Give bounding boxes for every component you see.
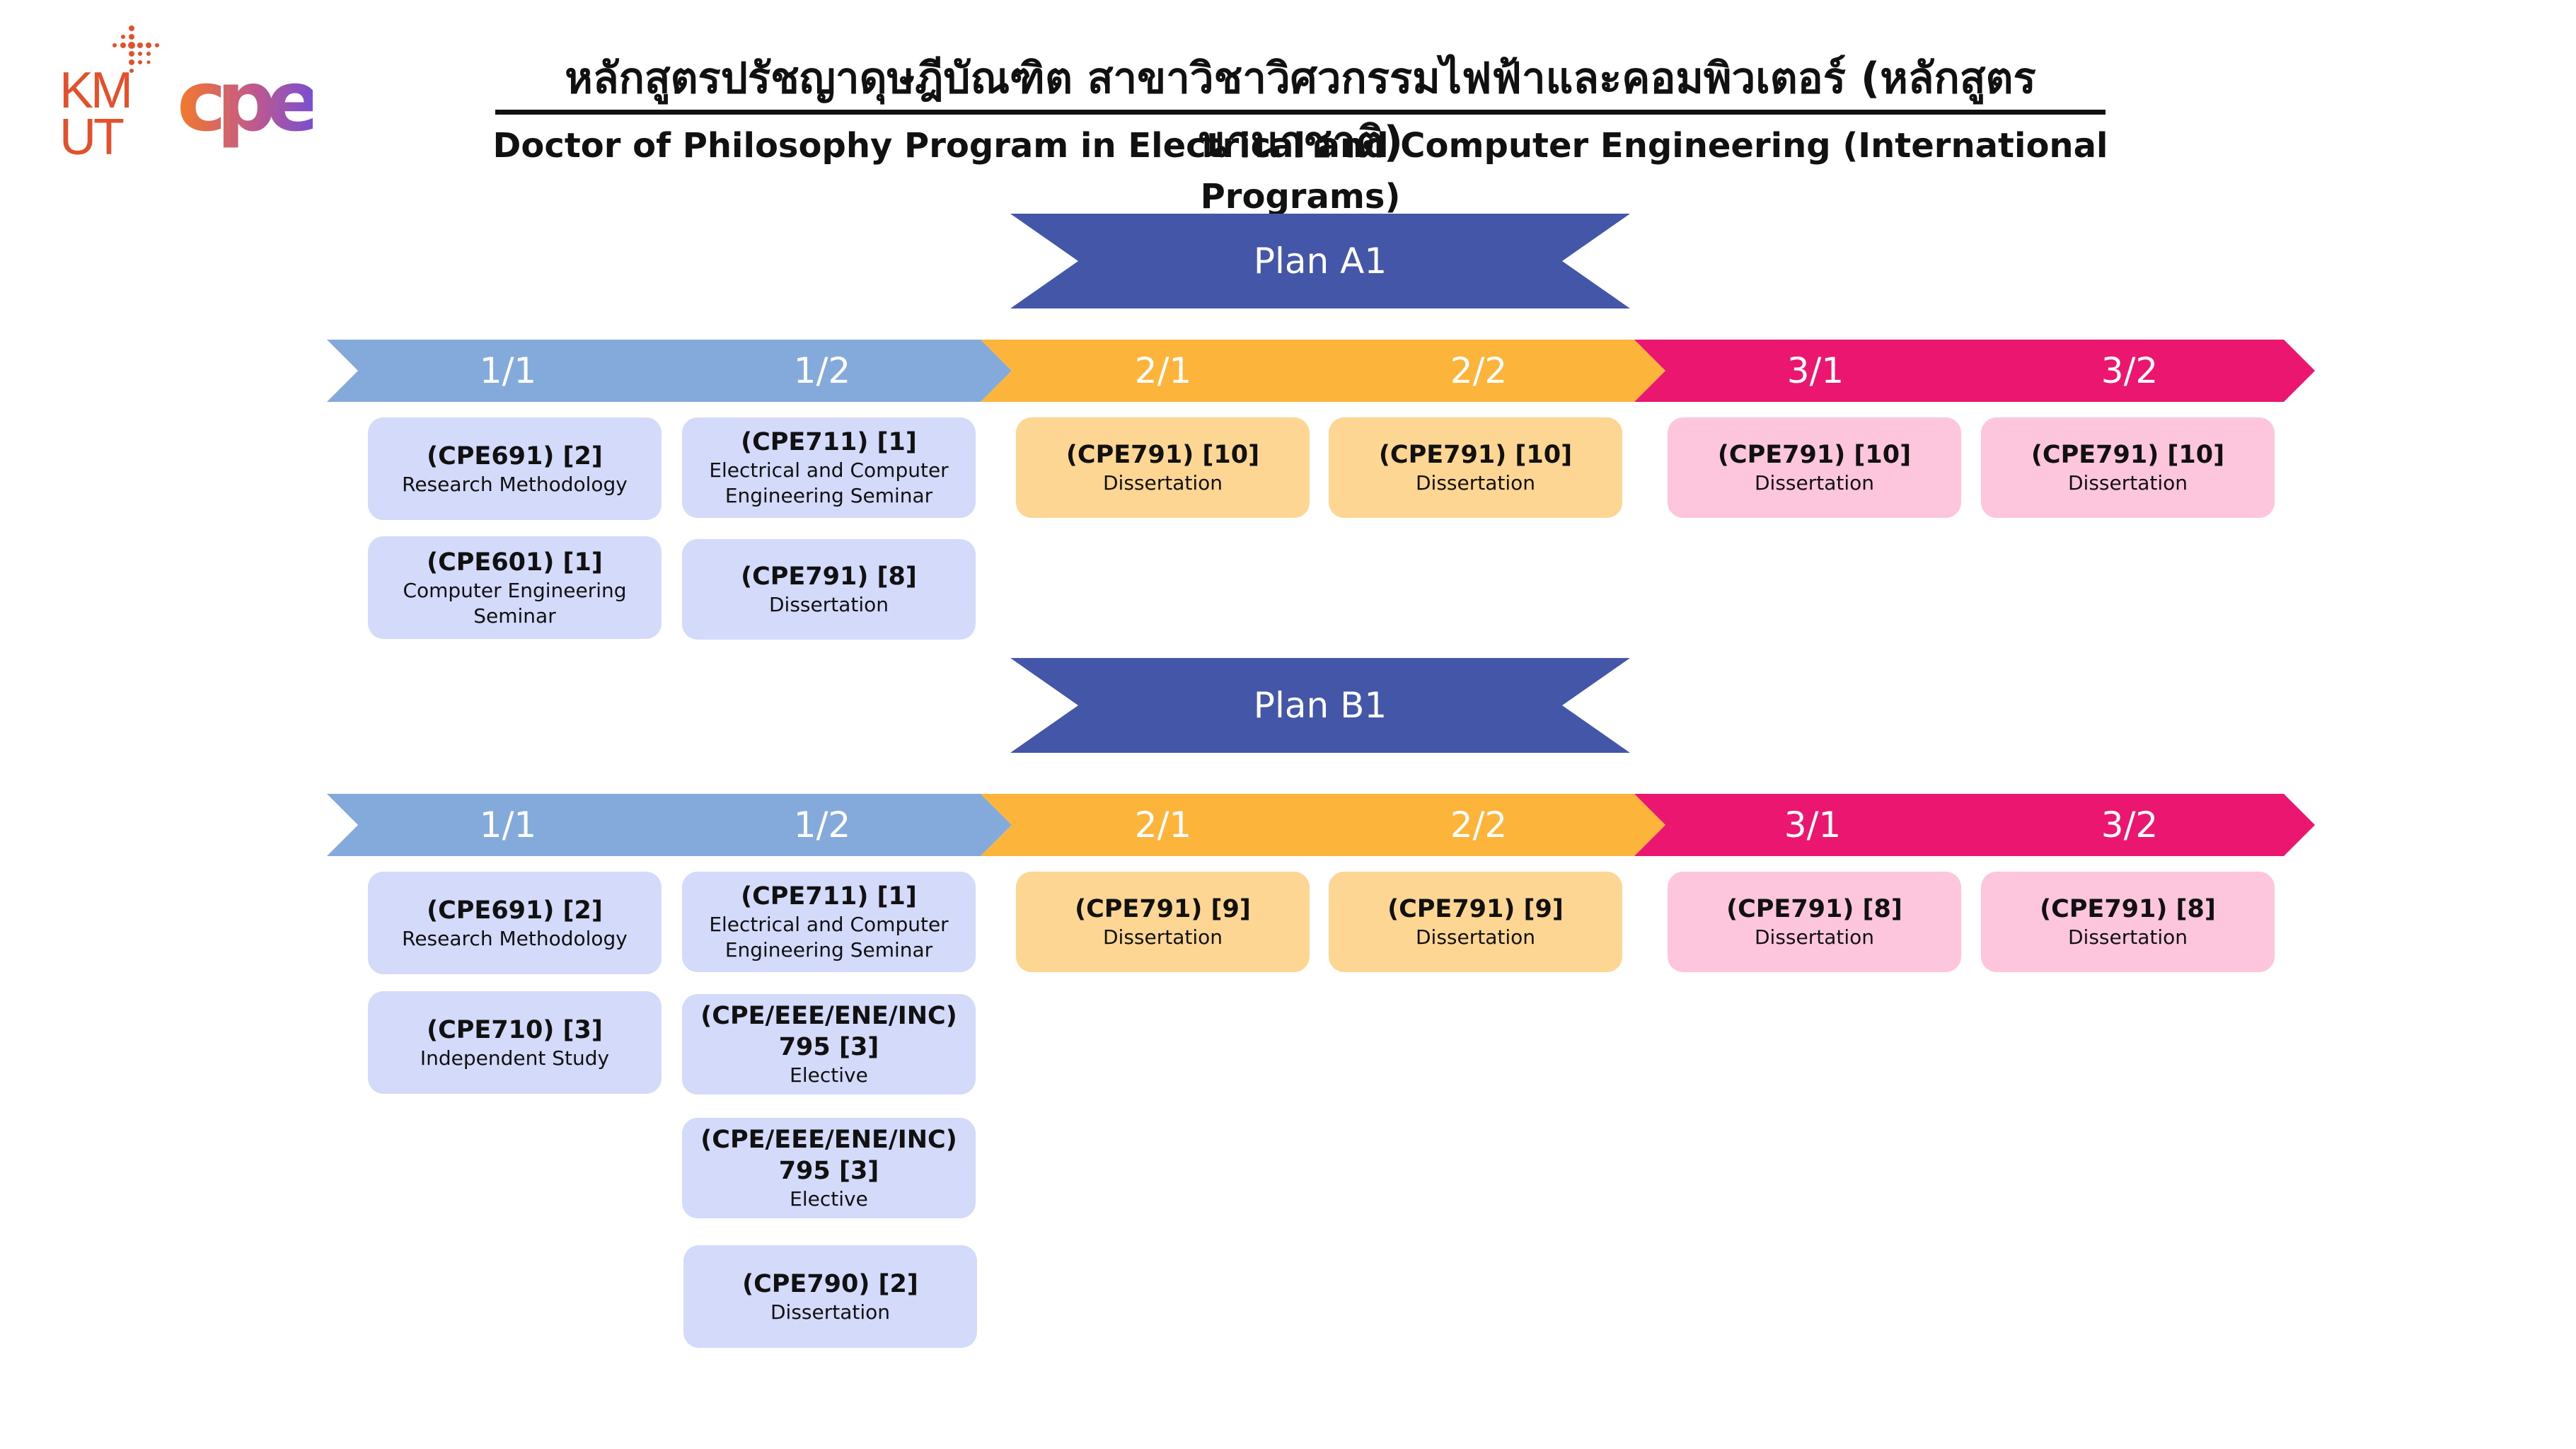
banner-ribbon-shape (1010, 658, 1630, 753)
semester-1-2: 1/2 (793, 350, 851, 391)
course-name: Dissertation (1102, 471, 1223, 495)
year3-arrow (1634, 794, 2315, 856)
plan-label: Plan A1 (1253, 241, 1387, 282)
course-name: Dissertation (1754, 925, 1875, 949)
course-code: (CPE711) [1] (741, 428, 917, 456)
course-box: (CPE791) [10] Dissertation (1668, 417, 1961, 518)
semester-1-1: 1/1 (479, 350, 537, 391)
course-box: (CPE791) [10] Dissertation (1981, 417, 2275, 518)
course-box: (CPE/EEE/ENE/INC) 795 [3] Elective (682, 994, 976, 1095)
title-thai: หลักสูตรปรัชญาดุษฎีบัณฑิต สาขาวิชาวิศวกร… (565, 54, 2036, 167)
course-code: (CPE691) [2] (427, 896, 603, 925)
year1-arrow (327, 794, 1012, 856)
course-code: (CPE791) [10] (1717, 441, 1912, 469)
semester-2-1: 2/1 (1134, 804, 1192, 845)
course-name: Elective (790, 1187, 868, 1211)
plan-label: Plan B1 (1253, 685, 1387, 726)
course-code: (CPE791) [8] (741, 562, 917, 591)
course-box: (CPE791) [9] Dissertation (1329, 872, 1622, 972)
timeline-arrows (327, 794, 2315, 856)
course-name: Research Methodology (402, 926, 628, 950)
course-box: (CPE691) [2] Research Methodology (368, 872, 662, 974)
semester-3-2: 3/2 (2101, 350, 2159, 391)
kmutt-logo-line2: UT (59, 109, 125, 166)
cpe-logo-text: cpe (177, 52, 323, 150)
course-name: Dissertation (768, 593, 889, 616)
course-code: (CPE710) [3] (427, 1015, 603, 1044)
course-name: Elective (790, 1063, 868, 1087)
year3-arrow (1634, 340, 2315, 402)
semester-3-2: 3/2 (2101, 804, 2159, 845)
semester-2-2: 2/2 (1450, 804, 1508, 845)
kmutt-dots-icon (112, 25, 159, 73)
banner-ribbon-shape (1010, 214, 1630, 308)
course-box: (CPE791) [10] Dissertation (1329, 417, 1622, 518)
course-box: (CPE711) [1] Electrical and Computer Eng… (682, 872, 976, 972)
course-code: (CPE/EEE/ENE/INC) 795 [3] (700, 1002, 957, 1061)
semester-1-1: 1/1 (479, 804, 537, 845)
course-box: (CPE791) [8] Dissertation (1668, 872, 1961, 972)
course-name: Dissertation (770, 1300, 891, 1324)
kmutt-logo: KM UT (57, 21, 177, 163)
timeline-arrows (327, 340, 2315, 402)
course-name: Research Methodology (402, 472, 628, 496)
course-box: (CPE791) [8] Dissertation (1981, 872, 2275, 972)
course-code: (CPE691) [2] (427, 441, 603, 471)
course-box: (CPE791) [10] Dissertation (1016, 417, 1310, 518)
course-code: (CPE791) [8] (2040, 895, 2216, 923)
course-code: (CPE790) [2] (742, 1269, 918, 1298)
course-name: Dissertation (2067, 471, 2188, 495)
course-name: Computer Engineering Seminar (403, 578, 627, 628)
semester-2-2: 2/2 (1450, 350, 1508, 391)
course-name: Dissertation (1102, 925, 1223, 949)
course-box: (CPE691) [2] Research Methodology (368, 417, 662, 520)
title-english: Doctor of Philosophy Program in Electric… (492, 126, 2108, 217)
course-code: (CPE791) [8] (1726, 895, 1902, 923)
year2-arrow (981, 340, 1665, 402)
course-box: (CPE710) [3] Independent Study (368, 991, 662, 1094)
plan-a1-banner: Plan A1 (1010, 214, 1630, 308)
course-name: Independent Study (420, 1046, 610, 1070)
course-name: Dissertation (1754, 471, 1875, 495)
course-code: (CPE791) [10] (2031, 441, 2225, 469)
plan-a1-timeline: 1/1 1/2 2/1 2/2 3/1 3/2 (327, 340, 2315, 402)
cpe-logo: cpe (177, 59, 323, 151)
course-name: Electrical and Computer Engineering Semi… (709, 913, 949, 962)
semester-3-1: 3/1 (1784, 804, 1842, 845)
course-code: (CPE791) [10] (1065, 441, 1260, 469)
course-name: Electrical and Computer Engineering Semi… (709, 458, 949, 507)
semester-2-1: 2/1 (1134, 350, 1192, 391)
plan-b1-timeline: 1/1 1/2 2/1 2/2 3/1 3/2 (327, 794, 2315, 856)
course-code: (CPE791) [10] (1378, 441, 1573, 469)
course-code: (CPE/EEE/ENE/INC) 795 [3] (700, 1126, 957, 1185)
plan-b1-banner: Plan B1 (1010, 658, 1630, 753)
course-name: Dissertation (2067, 925, 2188, 949)
course-box: (CPE601) [1] Computer Engineering Semina… (368, 536, 662, 639)
course-box: (CPE711) [1] Electrical and Computer Eng… (682, 417, 976, 518)
kmutt-logo-line1: KM (59, 62, 133, 119)
course-box: (CPE791) [8] Dissertation (682, 539, 976, 640)
course-name: Dissertation (1415, 925, 1536, 949)
course-box: (CPE790) [2] Dissertation (683, 1245, 977, 1348)
title-underline (495, 110, 2106, 115)
semester-3-1: 3/1 (1786, 350, 1844, 391)
course-box: (CPE791) [9] Dissertation (1016, 872, 1310, 972)
course-code: (CPE791) [9] (1075, 895, 1251, 923)
course-code: (CPE791) [9] (1387, 895, 1564, 923)
course-code: (CPE601) [1] (427, 548, 603, 577)
course-code: (CPE711) [1] (741, 882, 917, 911)
year2-arrow (981, 794, 1665, 856)
course-name: Dissertation (1415, 471, 1536, 495)
semester-1-2: 1/2 (793, 804, 851, 845)
year1-arrow (327, 340, 1012, 402)
course-box: (CPE/EEE/ENE/INC) 795 [3] Elective (682, 1118, 976, 1218)
